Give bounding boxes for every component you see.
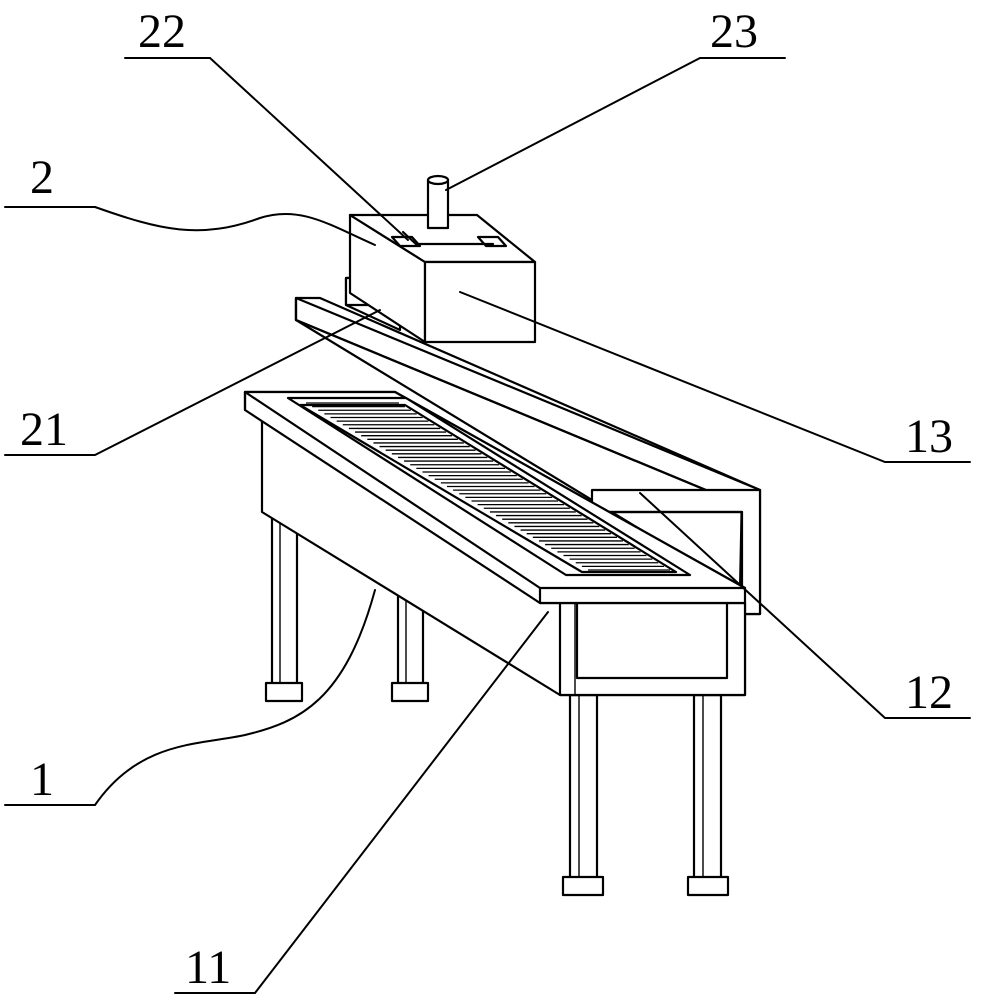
label-11: 11 (185, 941, 231, 994)
label-12: 12 (905, 666, 953, 719)
label-1: 1 (30, 753, 54, 806)
label-23: 23 (710, 5, 758, 58)
label-2: 2 (30, 151, 54, 204)
leader-lines (4, 57, 971, 994)
head-assembly (344, 174, 537, 344)
leg-back-left (264, 503, 304, 703)
leg-front-right (686, 693, 730, 897)
label-21: 21 (20, 403, 68, 456)
label-13: 13 (905, 410, 953, 463)
leg-front-left (561, 693, 605, 897)
label-22: 22 (138, 5, 186, 58)
belt-hatching (306, 402, 670, 571)
reference-numerals: 22 23 2 21 13 12 1 11 (20, 5, 953, 994)
table-top (243, 390, 747, 605)
table-body (260, 413, 747, 697)
